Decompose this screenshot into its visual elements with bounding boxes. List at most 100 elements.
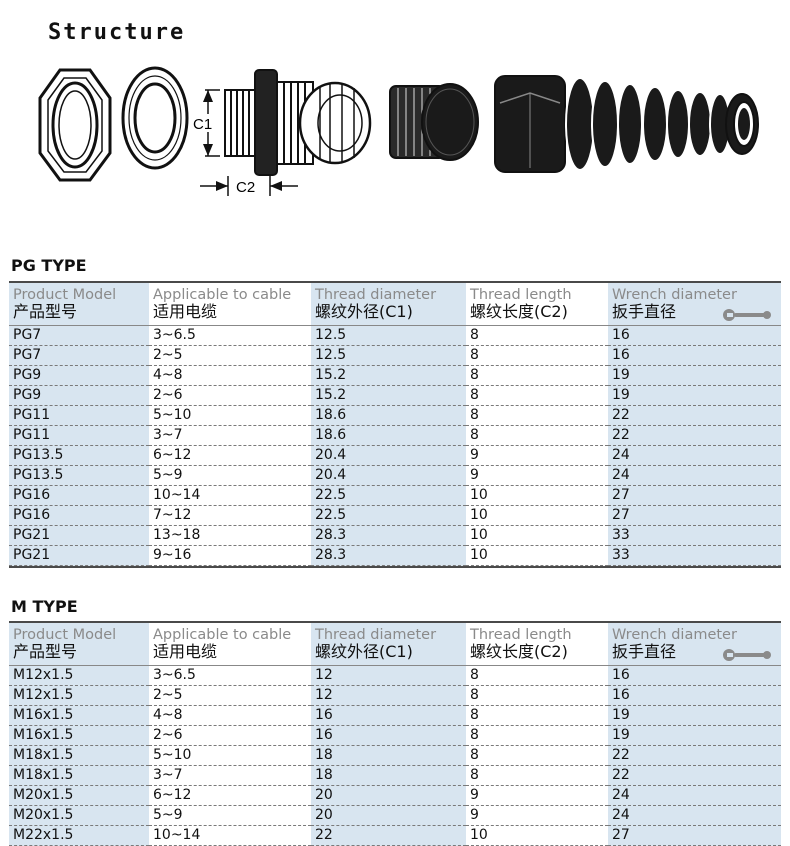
cell-thread-length: 8 [466, 325, 608, 346]
cell-wrench-diameter: 24 [608, 465, 781, 486]
cell-thread-length: 8 [466, 665, 608, 686]
header-cn: 产品型号 [13, 642, 78, 661]
cell-thread-length: 10 [466, 505, 608, 526]
cell-thread-length: 8 [466, 385, 608, 406]
cell-thread-length: 8 [466, 745, 608, 766]
sealing-washer-icon [121, 66, 189, 170]
cell-thread-length: 8 [466, 725, 608, 746]
c1-dimension: C1 [190, 89, 220, 157]
cell-thread-diameter: 12.5 [311, 325, 466, 346]
cell-model: PG11 [9, 405, 149, 426]
cell-wrench-diameter: 22 [608, 745, 781, 766]
header-cn: 适用电缆 [153, 302, 218, 321]
gland-body-icon [224, 69, 372, 176]
cell-thread-diameter: 12 [311, 685, 466, 706]
cell-model: M16x1.5 [9, 725, 149, 746]
cell-cable: 2~6 [149, 725, 311, 746]
c2-label: C2 [236, 179, 255, 196]
header-en: Applicable to cable [153, 627, 292, 643]
cell-wrench-diameter: 19 [608, 725, 781, 746]
cell-cable: 3~6.5 [149, 325, 311, 346]
header-en: Thread diameter [315, 627, 437, 643]
cell-wrench-diameter: 27 [608, 825, 781, 846]
cell-model: M18x1.5 [9, 745, 149, 766]
cell-thread-diameter: 20.4 [311, 465, 466, 486]
cell-model: PG7 [9, 325, 149, 346]
cell-thread-diameter: 22 [311, 825, 466, 846]
cell-model: PG11 [9, 425, 149, 446]
cell-thread-diameter: 18.6 [311, 405, 466, 426]
pg-type-title: PG TYPE [11, 256, 87, 275]
header-cn: 螺纹长度(C2) [470, 302, 568, 321]
cell-cable: 2~6 [149, 385, 311, 406]
cell-cable: 3~7 [149, 425, 311, 446]
cell-model: PG21 [9, 525, 149, 546]
cell-wrench-diameter: 24 [608, 805, 781, 826]
cell-thread-length: 9 [466, 465, 608, 486]
cell-model: M12x1.5 [9, 685, 149, 706]
header-cn: 扳手直径 [612, 302, 677, 321]
cell-cable: 6~12 [149, 445, 311, 466]
cell-cable: 9~16 [149, 545, 311, 566]
cell-wrench-diameter: 22 [608, 405, 781, 426]
cell-cable: 7~12 [149, 505, 311, 526]
cell-thread-length: 8 [466, 425, 608, 446]
cell-thread-diameter: 12.5 [311, 345, 466, 366]
cell-cable: 4~8 [149, 365, 311, 386]
cell-cable: 2~5 [149, 685, 311, 706]
cell-thread-length: 9 [466, 445, 608, 466]
cell-thread-diameter: 18 [311, 745, 466, 766]
cell-cable: 10~14 [149, 825, 311, 846]
c2-dimension: C2 [200, 176, 298, 196]
cell-cable: 5~10 [149, 405, 311, 426]
header-cn: 螺纹外径(C1) [315, 302, 413, 321]
cell-model: PG21 [9, 545, 149, 566]
cell-cable: 3~7 [149, 765, 311, 786]
cell-wrench-diameter: 19 [608, 365, 781, 386]
cell-thread-length: 10 [466, 485, 608, 506]
cell-thread-length: 9 [466, 805, 608, 826]
header-en: Thread diameter [315, 287, 437, 303]
header-en: Applicable to cable [153, 287, 292, 303]
cell-wrench-diameter: 16 [608, 345, 781, 366]
header-cn: 扳手直径 [612, 642, 677, 661]
cell-model: M22x1.5 [9, 825, 149, 846]
cell-thread-length: 10 [466, 825, 608, 846]
wrench-icon [723, 649, 771, 661]
structure-title: Structure [48, 20, 186, 45]
cell-wrench-diameter: 16 [608, 685, 781, 706]
cell-thread-length: 9 [466, 785, 608, 806]
cell-wrench-diameter: 22 [608, 425, 781, 446]
cell-thread-diameter: 28.3 [311, 525, 466, 546]
cell-wrench-diameter: 19 [608, 385, 781, 406]
cell-wrench-diameter: 27 [608, 505, 781, 526]
cell-thread-diameter: 28.3 [311, 545, 466, 566]
cell-thread-diameter: 20 [311, 805, 466, 826]
cell-wrench-diameter: 24 [608, 785, 781, 806]
cell-thread-length: 8 [466, 765, 608, 786]
cell-thread-diameter: 18.6 [311, 425, 466, 446]
cell-cable: 2~5 [149, 345, 311, 366]
cell-thread-length: 8 [466, 345, 608, 366]
